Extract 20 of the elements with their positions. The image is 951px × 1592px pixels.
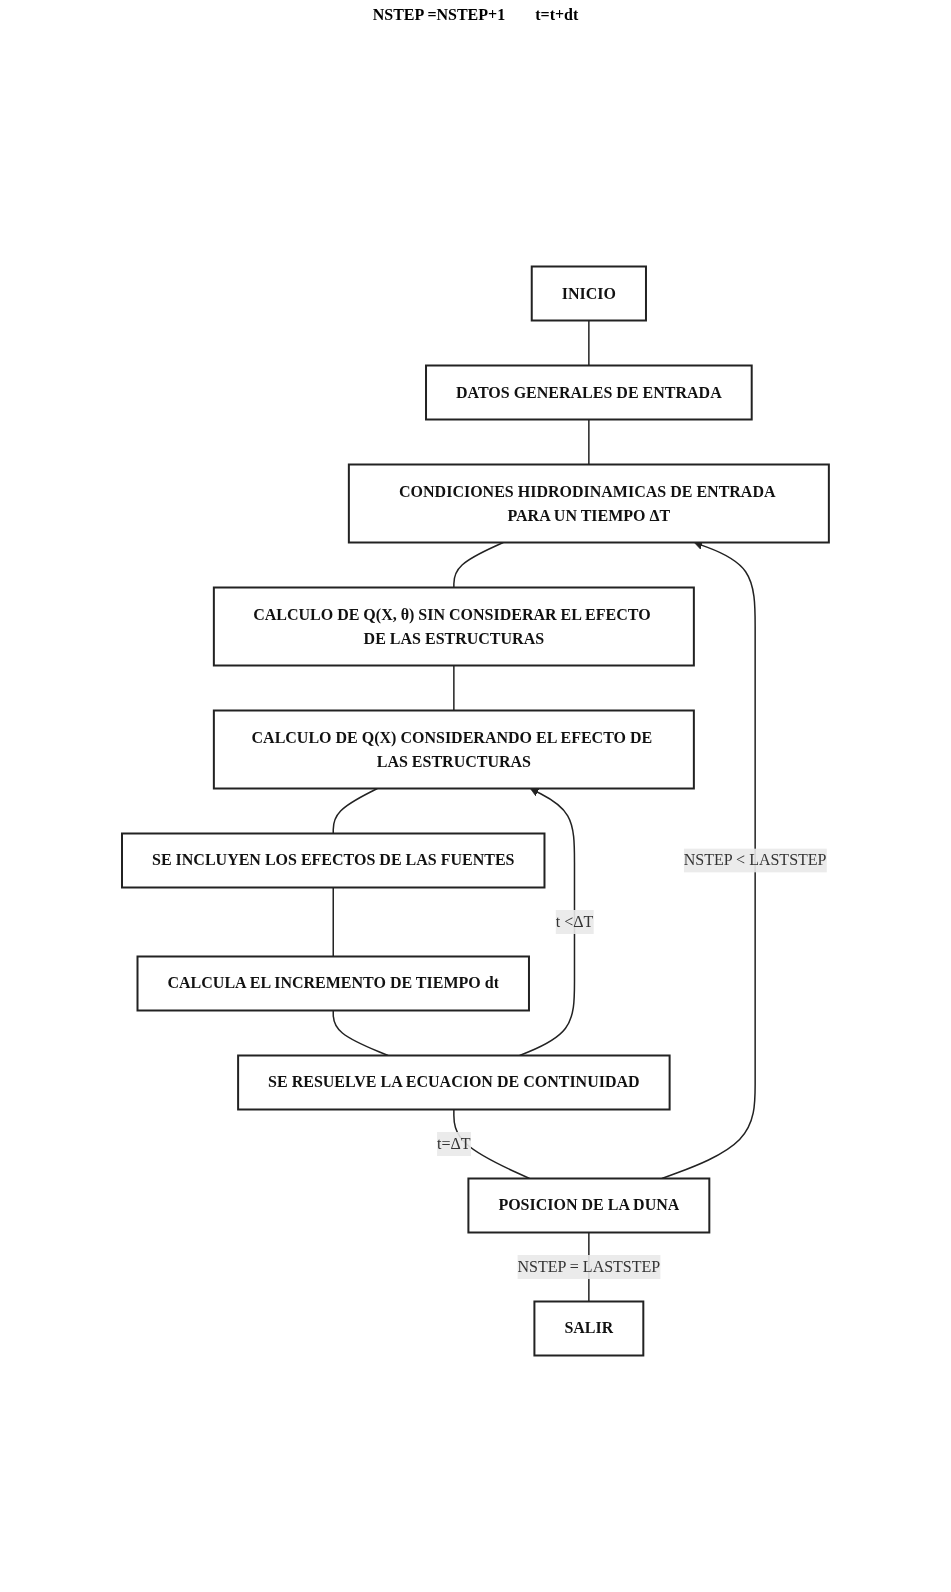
node-box: DATOS GENERALES DE ENTRADA: [425, 364, 753, 421]
connector: [588, 418, 590, 466]
node-box: SE RESUELVE LA ECUACION DE CONTINUIDAD: [237, 1054, 671, 1111]
edge-label: NSTEP = LASTSTEP: [517, 1258, 661, 1275]
loop-note: NSTEP =NSTEP+1: [372, 6, 506, 24]
connector: [332, 886, 335, 958]
node-box: CALCULO DE Q(X) CONSIDERANDO EL EFECTO DE LAS ESTRUCTURAS: [212, 709, 695, 790]
loop-note: t=t+dt: [535, 6, 579, 24]
node-box: CONDICIONES HIDRODINAMICAS DE ENTRADA PARA UN TIEMPO ΔT: [347, 463, 830, 544]
node-box: INICIO: [530, 265, 648, 322]
connector: [453, 664, 455, 712]
node-box: SALIR: [533, 1300, 645, 1357]
node-box: POSICION DE LA DUNA: [467, 1177, 711, 1234]
connector: [588, 319, 590, 367]
node-box: CALCULO DE Q(X, θ) SIN CONSIDERAR EL EFECTO DE LAS ESTRUCTURAS: [212, 586, 695, 667]
edge-label: t <ΔT: [555, 913, 594, 930]
edge-label: t=ΔT: [437, 1135, 471, 1152]
node-box: CALCULA EL INCREMENTO DE TIEMPO dt: [136, 955, 531, 1012]
node-box: SE INCLUYEN LOS EFECTOS DE LAS FUENTES: [121, 832, 546, 889]
edge-label: NSTEP < LASTSTEP: [683, 851, 827, 869]
